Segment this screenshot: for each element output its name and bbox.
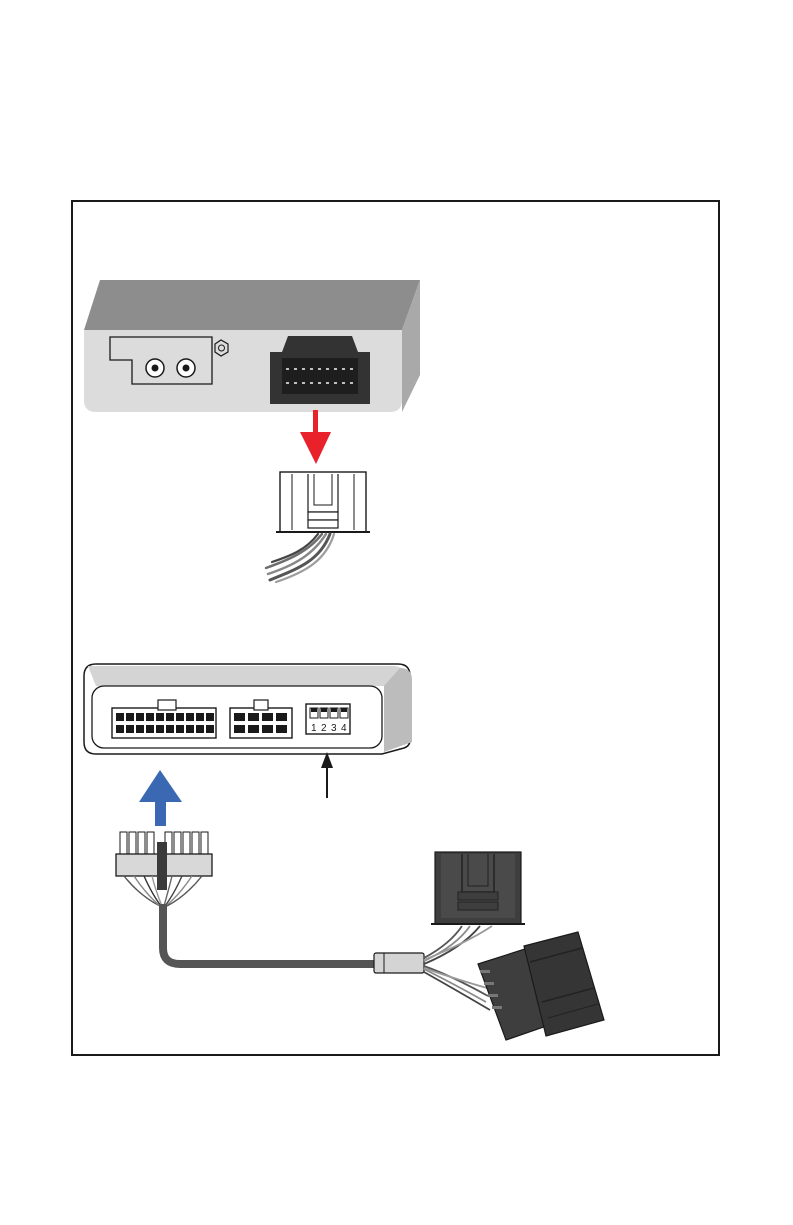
dip-label-3: 3 xyxy=(331,723,337,734)
antenna-jack-icon xyxy=(215,340,228,356)
vehicle-plug-icon-2 xyxy=(478,932,604,1040)
wire-bundle-top xyxy=(266,534,334,582)
vehicle-plug-icon xyxy=(431,852,525,924)
harness-connector-icon xyxy=(270,336,370,404)
dip-switch-icon: 1 2 3 4 xyxy=(306,704,350,734)
blue-arrow xyxy=(139,770,182,826)
black-arrow xyxy=(321,752,333,798)
dip-label-2: 2 xyxy=(321,723,327,734)
dip-label-1: 1 xyxy=(311,723,317,734)
dip-label-4: 4 xyxy=(341,723,347,734)
main-cable xyxy=(163,904,376,964)
red-arrow xyxy=(300,410,331,464)
splice-icon xyxy=(374,953,424,973)
harness-plug-top xyxy=(276,472,370,532)
